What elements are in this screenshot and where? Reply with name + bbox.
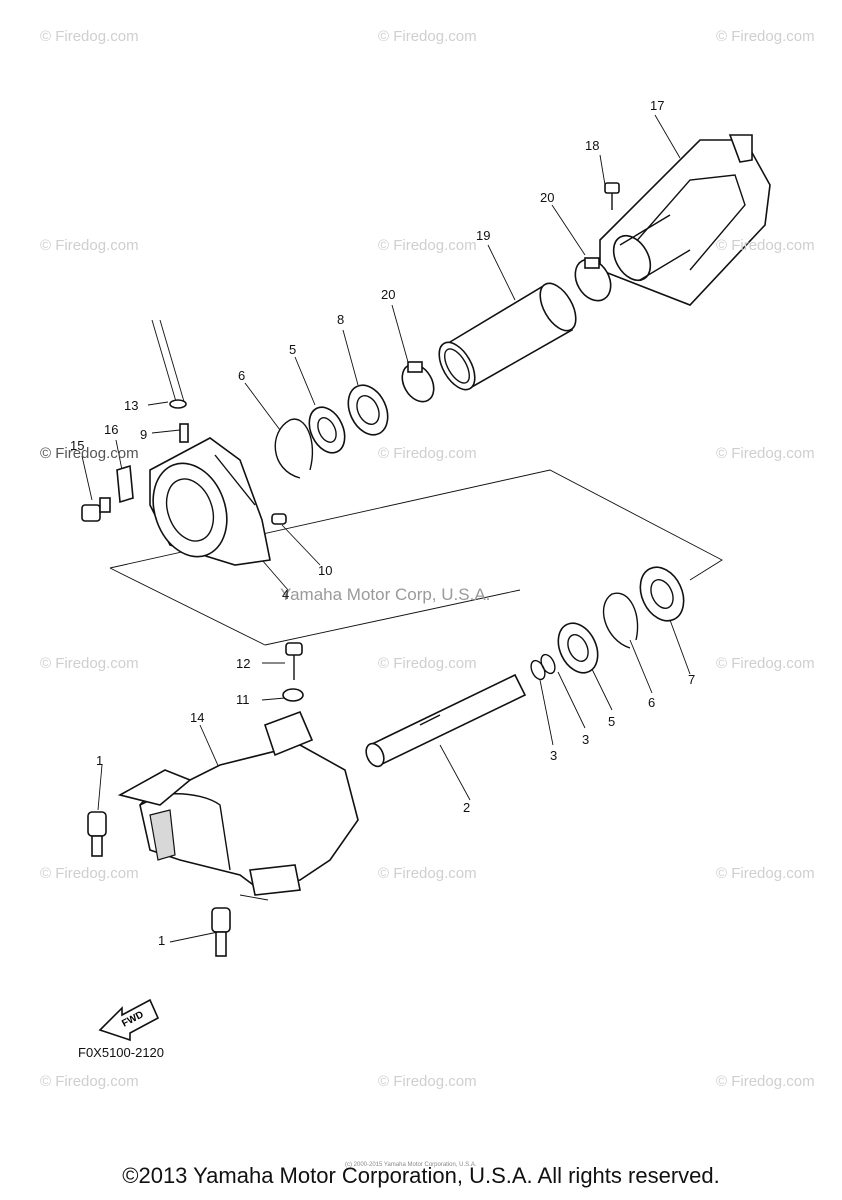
watermark: © Firedog.com (40, 445, 139, 462)
bearing-7 (639, 566, 685, 622)
bearing-5-lower (557, 622, 599, 674)
shaft-2 (365, 673, 527, 768)
pin-10 (271, 513, 287, 525)
callout-10: 10 (318, 563, 333, 578)
watermark: © Firedog.com (378, 28, 477, 45)
fwd-arrow-icon (98, 998, 160, 1042)
watermark: © Firedog.com (40, 28, 139, 45)
callout-14: 14 (190, 710, 205, 725)
bearing-5-upper (308, 406, 346, 454)
bolt-1-upper (87, 811, 107, 857)
circlip-6-upper (274, 418, 314, 479)
callout-15: 15 (70, 438, 85, 453)
watermark: © Firedog.com (716, 28, 815, 45)
hose-clamp-20-upper (574, 257, 612, 302)
watermark: © Firedog.com (716, 865, 815, 882)
watermark: © Firedog.com (378, 237, 477, 254)
hose-clamp-20-lower (401, 361, 435, 403)
callout-3: 3 (582, 732, 590, 747)
watermark: © Firedog.com (716, 1073, 815, 1090)
callout-18: 18 (585, 138, 600, 153)
bolt-1-lower (211, 907, 231, 957)
bearing-8 (347, 384, 389, 436)
callout-9: 9 (140, 427, 148, 442)
small-parts-top-left (81, 399, 189, 522)
watermark: © Firedog.com (40, 865, 139, 882)
callout-5: 5 (289, 342, 297, 357)
callout-5: 5 (608, 714, 616, 729)
callout-20: 20 (381, 287, 396, 302)
callout-6: 6 (238, 368, 246, 383)
diagram-part-code: F0X5100-2120 (78, 1045, 165, 1060)
callout-1: 1 (96, 753, 104, 768)
callout-12: 12 (236, 656, 251, 671)
bearing-housing-4 (149, 319, 271, 566)
callout-20: 20 (540, 190, 555, 205)
callout-11: 11 (236, 692, 250, 707)
callout-13: 13 (124, 398, 139, 413)
copyright-footer: ©2013 Yamaha Motor Corporation, U.S.A. A… (122, 1163, 720, 1188)
callout-1: 1 (158, 933, 166, 948)
callout-19: 19 (476, 228, 491, 243)
callout-17: 17 (650, 98, 665, 113)
center-watermark: Yamaha Motor Corp, U.S.A. (280, 585, 491, 604)
watermark: © Firedog.com (378, 655, 477, 672)
callout-8: 8 (337, 312, 345, 327)
callout-16: 16 (104, 422, 119, 437)
watermark: © Firedog.com (716, 237, 815, 254)
assembly-outline (109, 469, 723, 581)
bolt-18 (604, 182, 620, 210)
watermark: © Firedog.com (40, 655, 139, 672)
callout-4: 4 (282, 587, 290, 602)
watermark: © Firedog.com (378, 445, 477, 462)
watermark: © Firedog.com (378, 1073, 477, 1090)
callout-7: 7 (688, 672, 696, 687)
callout-2: 2 (463, 800, 471, 815)
o-rings-3 (530, 653, 556, 681)
leader-lines (81, 114, 691, 943)
fine-print: (c) 2000-2015 Yamaha Motor Corporation, … (345, 1162, 477, 1168)
bolt-12-washer-11 (282, 642, 304, 702)
hose-19 (438, 282, 577, 391)
watermark: © Firedog.com (40, 1073, 139, 1090)
watermark: © Firedog.com (716, 655, 815, 672)
circlip-6-lower (602, 592, 639, 649)
watermark: © Firedog.com (378, 865, 477, 882)
callout-6: 6 (648, 695, 656, 710)
tail-housing-17 (599, 134, 771, 306)
callout-3: 3 (550, 748, 558, 763)
watermark: © Firedog.com (40, 237, 139, 254)
watermark: © Firedog.com (716, 445, 815, 462)
lower-housing-14 (117, 710, 359, 896)
